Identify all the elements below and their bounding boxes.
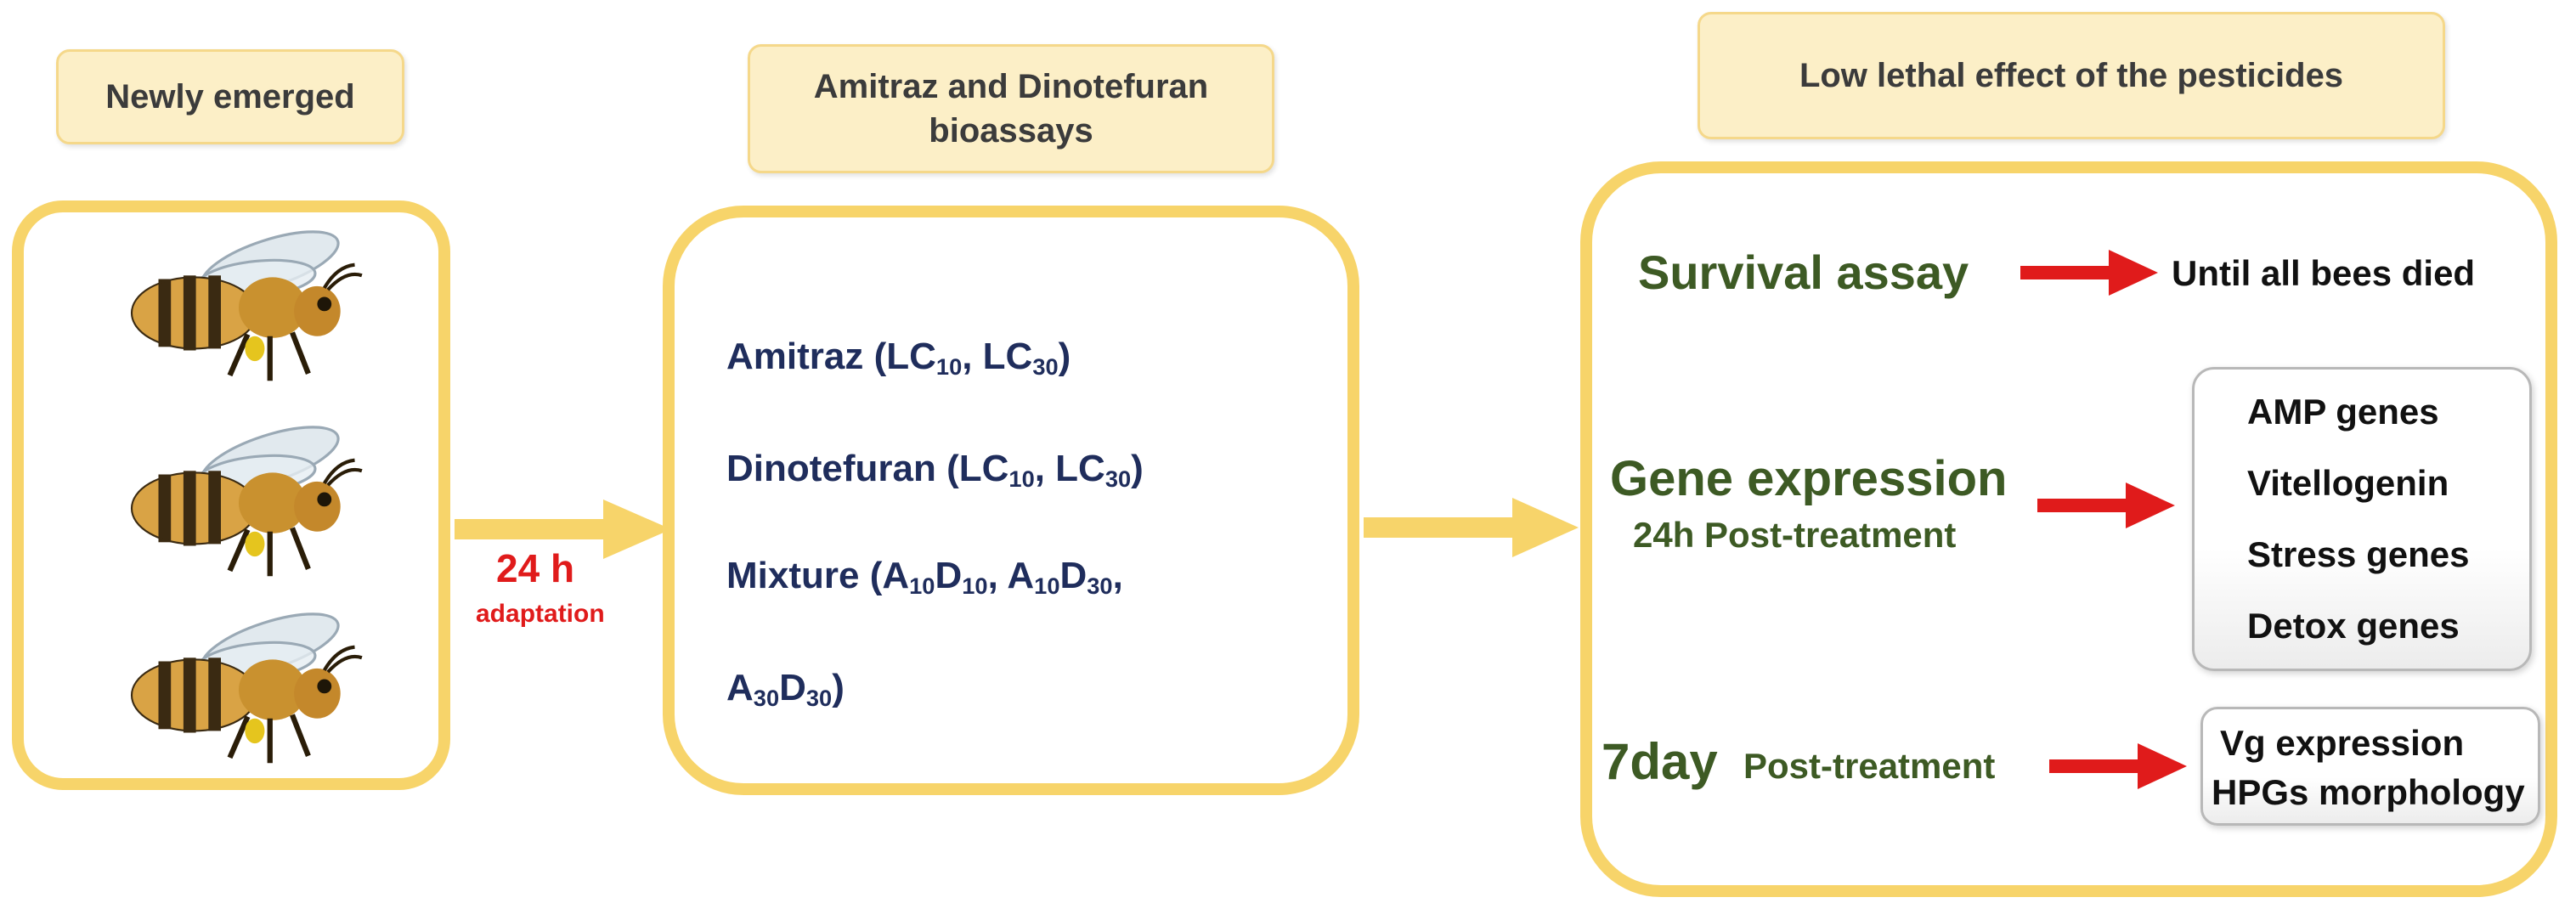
adaptation-label: adaptation	[476, 600, 605, 628]
label-bioassays-line2: bioassays	[929, 112, 1093, 150]
dinotefuran-treatment: Dinotefuran (LC10, LC30)	[726, 448, 1144, 492]
mixture-treatment: Mixture (A10D10, A10D30,	[726, 555, 1123, 599]
amitraz-treatment: Amitraz (LC10, LC30)	[726, 336, 1071, 380]
label-low-lethal: Low lethal effect of the pesticides	[1698, 12, 2445, 139]
day7-list-box: Vg expression HPGs morphology	[2200, 707, 2540, 826]
gene-expression-subtitle: 24h Post-treatment	[1633, 515, 1957, 555]
honey-bee-icon	[132, 601, 362, 764]
box-bioassays	[663, 206, 1359, 795]
day7-item-vg: Vg expression	[2220, 723, 2465, 763]
red-arrow-icon	[2037, 483, 2175, 528]
day7-item-hpgs: HPGs morphology	[2212, 772, 2525, 812]
label-newly-emerged-text: Newly emerged	[105, 77, 355, 116]
yellow-arrow-icon	[1364, 498, 1579, 557]
gene-item-stress: Stress genes	[2247, 534, 2470, 574]
label-bioassays-line1: Amitraz and Dinotefuran	[813, 68, 1209, 105]
day7-title: 7day	[1602, 733, 1718, 790]
survival-assay-title: Survival assay	[1638, 246, 1969, 299]
adaptation-time: 24 h	[496, 546, 575, 590]
survival-result: Until all bees died	[2172, 253, 2476, 293]
red-arrow-icon	[2049, 743, 2187, 789]
honey-bee-icon	[132, 219, 362, 381]
gene-item-amp: AMP genes	[2247, 392, 2439, 432]
gene-item-detox: Detox genes	[2247, 606, 2460, 646]
label-low-lethal-text: Low lethal effect of the pesticides	[1799, 56, 2344, 94]
gene-list-box: AMP genes Vitellogenin Stress genes Deto…	[2192, 367, 2532, 671]
day7-subtitle: Post-treatment	[1743, 746, 1996, 786]
red-arrow-icon	[2020, 250, 2158, 296]
gene-expression-title: Gene expression	[1610, 451, 2008, 506]
label-newly-emerged: Newly emerged	[56, 49, 404, 144]
label-bioassays: Amitraz and Dinotefuran bioassays	[748, 44, 1274, 173]
mixture-treatment-line2: A30D30)	[726, 667, 845, 711]
gene-item-vitellogenin: Vitellogenin	[2247, 463, 2449, 503]
yellow-arrow-icon	[455, 499, 671, 559]
honey-bee-icon	[132, 415, 362, 577]
